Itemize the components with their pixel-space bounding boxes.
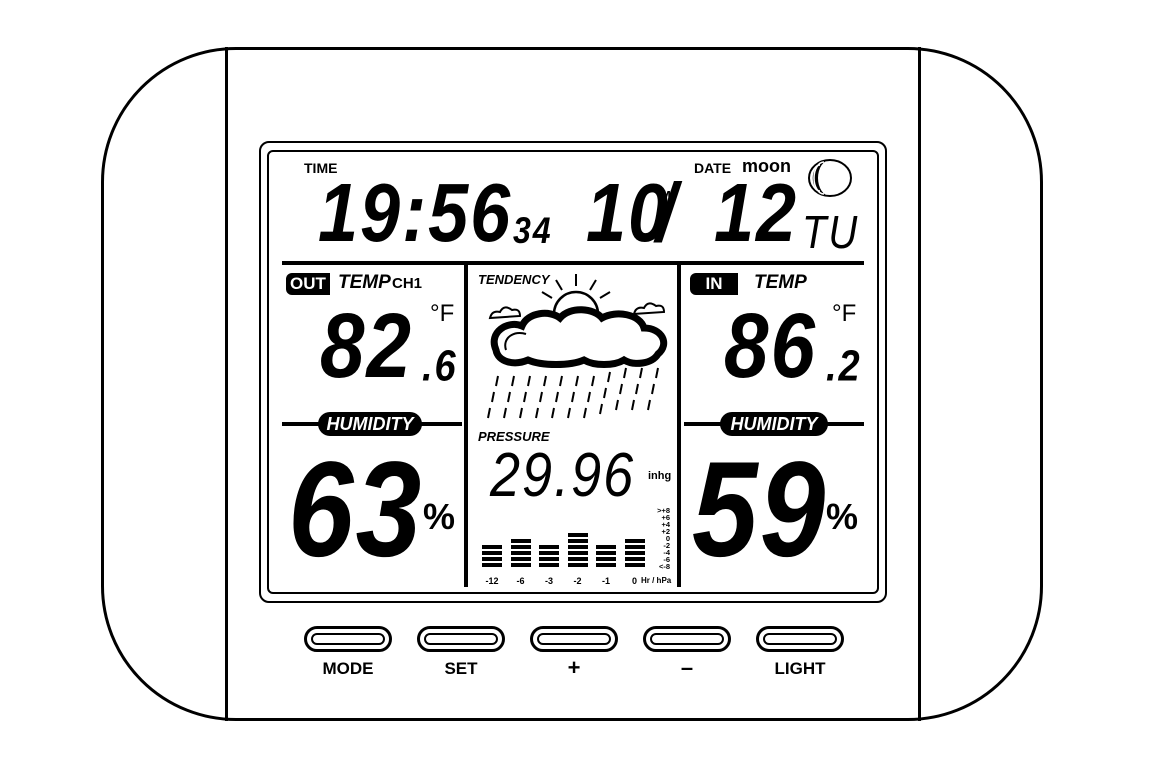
scale-label: -6 xyxy=(663,555,670,564)
history-tick-label: -3 xyxy=(544,576,553,586)
time-display: 19:56 xyxy=(318,167,513,260)
history-bar-segment xyxy=(510,563,531,567)
history-bar-segment xyxy=(596,545,616,549)
history-bar-segment xyxy=(624,563,645,567)
scale-label: -4 xyxy=(663,548,670,557)
scale-label: -2 xyxy=(663,541,670,550)
history-bar-segment xyxy=(482,563,502,567)
indoor-temp-whole: 86 xyxy=(724,294,817,397)
outdoor-tag: OUT xyxy=(286,273,330,295)
sun-cloud-rain-icon xyxy=(484,272,674,424)
pressure-unit: inhg xyxy=(648,470,672,482)
history-bar-segment xyxy=(510,551,531,555)
history-bar-segment xyxy=(624,545,645,549)
scale-label: +4 xyxy=(661,520,670,529)
plus-button-label: + xyxy=(567,655,581,680)
outdoor-humidity-label: HUMIDITY xyxy=(318,412,422,436)
mode-button-label: MODE xyxy=(322,659,374,678)
weekday: TU xyxy=(802,207,860,259)
history-tick-label: -1 xyxy=(601,576,610,586)
history-bar-segment xyxy=(539,551,559,555)
outdoor-humidity-unit: % xyxy=(423,496,456,537)
date-label: DATE xyxy=(694,160,732,176)
history-bar-segment xyxy=(510,545,531,549)
outdoor-temp-unit: °F xyxy=(430,300,455,327)
history-tick-label: -2 xyxy=(573,576,582,586)
date-separator: / xyxy=(656,167,679,260)
indoor-temp-label: TEMP xyxy=(754,272,807,293)
plus-button[interactable] xyxy=(530,626,618,652)
history-bar-segment xyxy=(539,557,559,561)
history-bar-segment xyxy=(596,557,616,561)
history-bar-segment xyxy=(482,557,502,561)
moon-phase-icon xyxy=(806,158,854,198)
time-seconds: 34 xyxy=(513,209,553,252)
history-bar-segment xyxy=(510,539,531,543)
light-button[interactable] xyxy=(756,626,844,652)
right-column-divider xyxy=(677,263,681,587)
history-bar-segment xyxy=(624,539,645,543)
history-bar-segment xyxy=(539,563,559,567)
top-divider xyxy=(282,261,864,265)
history-bar-segment xyxy=(567,533,588,537)
outdoor-channel: CH1 xyxy=(392,275,423,292)
indoor-humidity-value: 59 xyxy=(692,433,828,586)
scale-label: +2 xyxy=(661,527,670,536)
indoor-temp-unit: °F xyxy=(832,300,857,327)
history-bar-segment xyxy=(624,557,645,561)
history-bar-segment xyxy=(567,551,588,555)
outdoor-humidity-value: 63 xyxy=(288,433,424,586)
outdoor-temp-whole: 82 xyxy=(320,294,413,397)
scale-label: 0 xyxy=(665,534,670,543)
month-marker: M xyxy=(660,188,671,203)
history-bar-segment xyxy=(539,545,559,549)
scale-label: +6 xyxy=(661,513,670,522)
history-bar-segment xyxy=(596,563,616,567)
history-bar-segment xyxy=(567,545,588,549)
left-column-divider xyxy=(464,263,468,587)
body-left-divider xyxy=(225,47,228,721)
indoor-temp-decimal: .2 xyxy=(826,342,862,391)
outdoor-temp-label: TEMP xyxy=(338,272,391,293)
light-button-label: LIGHT xyxy=(774,659,826,678)
history-bar-segment xyxy=(567,563,588,567)
tendency-label: TENDENCY xyxy=(478,272,550,287)
date-day: 12 xyxy=(714,167,799,260)
pressure-label: PRESSURE xyxy=(478,429,550,444)
history-bar-segment xyxy=(596,551,616,555)
history-tick-label: 0 xyxy=(631,576,637,586)
day-marker: D xyxy=(786,188,796,203)
history-bar-segment xyxy=(482,551,502,555)
history-bar-segment xyxy=(510,557,531,561)
indoor-humidity-unit: % xyxy=(826,496,859,537)
date-month: 10 xyxy=(586,167,671,260)
lcd-screen xyxy=(267,150,879,594)
indoor-tag: IN xyxy=(690,273,738,295)
set-button[interactable] xyxy=(417,626,505,652)
time-label: TIME xyxy=(304,160,338,176)
history-unit-label: Hr / hPa xyxy=(641,576,672,585)
pressure-value: 29.96 xyxy=(490,440,636,510)
body-right-divider xyxy=(918,47,921,721)
minus-button-label: – xyxy=(680,655,694,680)
history-tick-label: -6 xyxy=(516,576,525,586)
minus-button[interactable] xyxy=(643,626,731,652)
lcd-frame xyxy=(259,141,887,603)
scale-label: >+8 xyxy=(657,506,670,515)
set-button-label: SET xyxy=(444,659,478,678)
history-bar-segment xyxy=(567,557,588,561)
history-bar-segment xyxy=(482,545,502,549)
history-tick-label: -12 xyxy=(485,576,499,586)
outdoor-temp-decimal: .6 xyxy=(422,342,458,391)
history-bar-segment xyxy=(624,551,645,555)
indoor-humidity-label: HUMIDITY xyxy=(720,412,828,436)
scale-label: <-8 xyxy=(658,562,670,571)
history-bar-segment xyxy=(567,539,588,543)
moon-label: moon xyxy=(742,156,791,176)
mode-button[interactable] xyxy=(304,626,392,652)
